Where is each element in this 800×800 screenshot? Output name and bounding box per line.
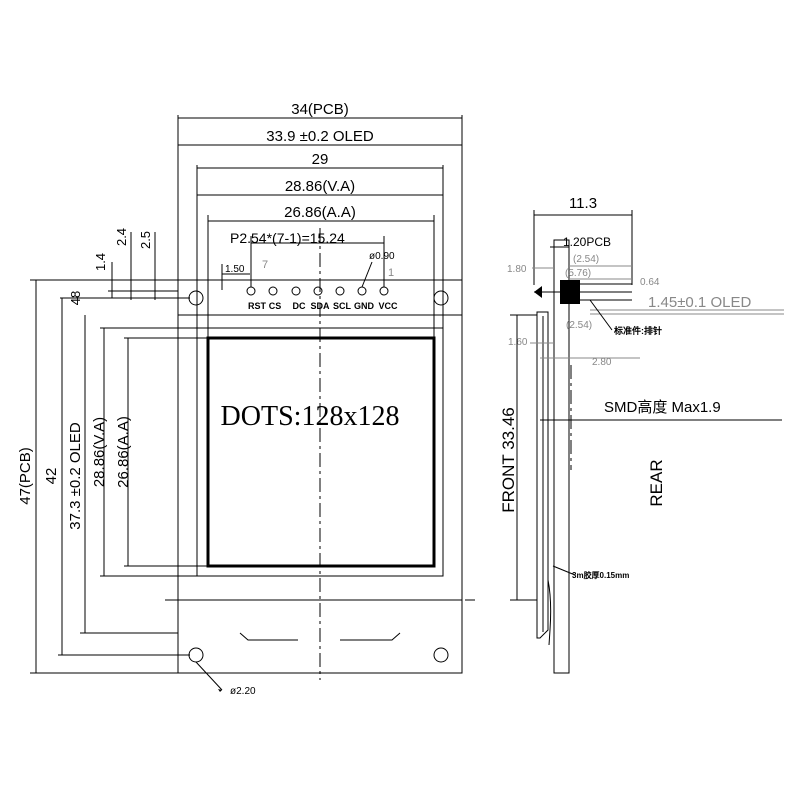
header-standard-note: 标准件:排针 xyxy=(613,325,662,336)
pin-label-scl: SCL xyxy=(333,301,352,311)
dim-va-height: 28.86(V.A) xyxy=(91,417,108,487)
dim-aa-height: 26.86(A.A) xyxy=(115,416,132,488)
dim-aa-width: 26.86(A.A) xyxy=(284,204,356,221)
mount-hole-leader xyxy=(195,661,223,691)
pin-seven-marker: 7 xyxy=(262,259,268,271)
tape-leader xyxy=(552,565,576,576)
pin-hole-diameter: ø0.90 xyxy=(369,251,395,262)
dim-2-54-bottom: (2.54) xyxy=(566,320,592,331)
horizontal-dimensions: 34(PCB) 33.9 ±0.2 OLED 29 28.86(V.A) 26.… xyxy=(177,101,463,338)
pin-header: RST CS DC SDA SCL GND VCC 7 1 xyxy=(246,259,398,311)
dim-5-76: (5.76) xyxy=(565,268,591,279)
side-fpc xyxy=(547,579,552,646)
mount-hole-bottom-right xyxy=(433,647,449,663)
side-pcb xyxy=(553,239,570,674)
pin-label-dc: DC xyxy=(293,301,306,311)
dim-width-29: 29 xyxy=(312,151,329,168)
pin-label-cs: CS xyxy=(269,301,282,311)
pin-hole-leader xyxy=(361,261,373,288)
pin-one-marker: 1 xyxy=(388,267,394,279)
pin-label-vcc: VCC xyxy=(378,301,398,311)
mount-hole-top-right xyxy=(433,290,449,306)
front-height-label: FRONT 33.46 xyxy=(499,407,518,513)
pin-hole xyxy=(268,286,278,296)
pin-hole xyxy=(246,286,256,296)
front-view: DOTS:128x128 RST CS DC SDA SCL GND VCC 7… xyxy=(17,101,475,697)
dim-va-width: 28.86(V.A) xyxy=(285,178,355,195)
pin-hole xyxy=(357,286,367,296)
dim-oled-width: 33.9 ±0.2 OLED xyxy=(266,128,374,145)
tape-note: 3m胶厚0.15mm xyxy=(572,570,629,580)
pin-pad-size: 1.50 xyxy=(225,264,245,275)
pin-label-gnd: GND xyxy=(354,301,375,311)
mount-hole-bottom-left xyxy=(188,647,204,663)
pin-label-sda: SDA xyxy=(310,301,330,311)
dim-pcb-width: 34(PCB) xyxy=(291,101,349,118)
mount-hole-diameter: ø2.20 xyxy=(230,686,256,697)
top-offset-dimensions: 1.4 2.4 2.5 48 xyxy=(30,228,190,305)
dim-pcb-thickness: 1.20PCB xyxy=(563,235,611,249)
pin-hole xyxy=(379,286,389,296)
arrow xyxy=(218,689,222,692)
pin-hole xyxy=(335,286,345,296)
dim-2-5: 2.5 xyxy=(138,231,153,249)
side-view: 11.3 1.20PCB 1.80 (2.54) (5.76) 0.64 1.4… xyxy=(499,195,784,674)
vertical-dimensions: 47(PCB) 42 37.3 ±0.2 OLED 28.86(V.A) 26.… xyxy=(17,280,208,674)
dim-pin-pitch: P2.54*(7-1)=15.24 xyxy=(230,230,345,246)
dots-resolution-label: DOTS:128x128 xyxy=(221,401,400,432)
dim-oled-height: 37.3 ±0.2 OLED xyxy=(67,422,84,530)
dim-2-4: 2.4 xyxy=(114,228,129,246)
pin-hole xyxy=(313,286,323,296)
dim-1-4: 1.4 xyxy=(93,253,108,271)
pin-label-rst: RST xyxy=(248,301,267,311)
mount-hole-top-left xyxy=(188,290,204,306)
smd-height: SMD高度 Max1.9 xyxy=(604,399,721,416)
dim-1-80: 1.80 xyxy=(507,264,527,275)
pin-hole xyxy=(291,286,301,296)
dim-total-thickness: 11.3 xyxy=(569,195,597,212)
dim-2-80: 2.80 xyxy=(592,357,612,368)
side-pin-tip xyxy=(534,286,542,298)
dim-48: 48 xyxy=(68,291,83,305)
dim-pcb-height: 47(PCB) xyxy=(17,447,34,505)
side-oled-glass xyxy=(536,311,549,639)
rear-label: REAR xyxy=(647,459,666,506)
fpc-tail xyxy=(239,632,401,641)
active-area xyxy=(206,336,436,568)
dim-oled-thickness: 1.45±0.1 OLED xyxy=(648,294,751,311)
dim-1-60: 1.60 xyxy=(508,337,528,348)
dim-0-64: 0.64 xyxy=(640,277,660,288)
dim-height-42: 42 xyxy=(43,468,60,485)
dim-2-54-top: (2.54) xyxy=(573,254,599,265)
